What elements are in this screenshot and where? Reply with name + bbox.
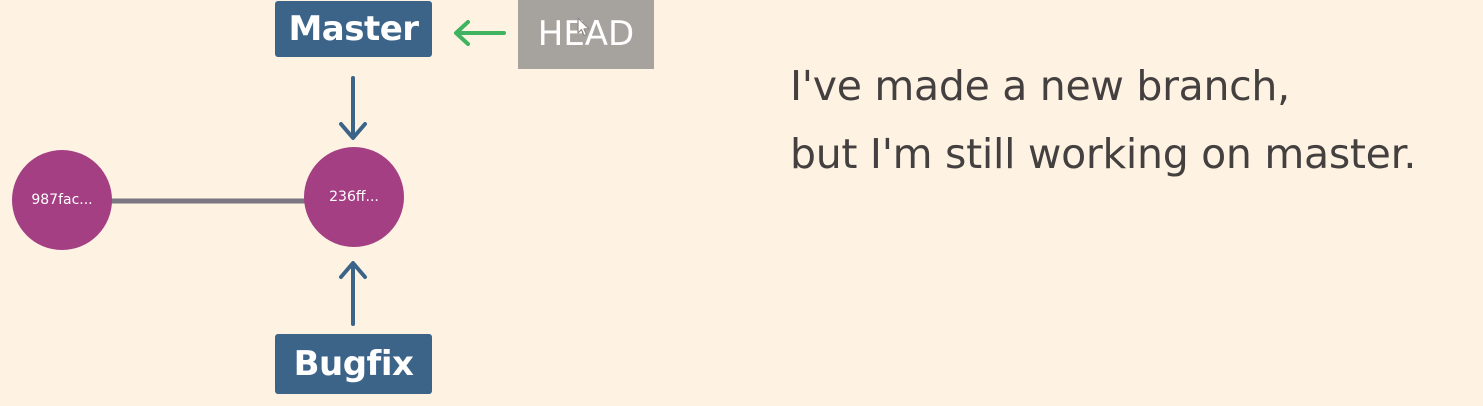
bugfix-branch-label: Bugfix	[275, 334, 432, 394]
commit-hash-label: 236ff...	[329, 189, 379, 205]
head-to-master-arrow	[454, 20, 506, 46]
mouse-cursor-icon	[577, 17, 590, 37]
caption-line-2: but I'm still working on master.	[790, 130, 1417, 178]
commit-node: 987fac...	[12, 150, 112, 250]
master-branch-label: Master	[275, 1, 432, 57]
commit-node: 236ff...	[304, 147, 404, 247]
commit-hash-label: 987fac...	[31, 192, 93, 208]
master-to-commit-arrow	[339, 76, 367, 140]
slide-caption: I've made a new branch, but I'm still wo…	[790, 52, 1480, 188]
caption-line-1: I've made a new branch,	[790, 62, 1290, 110]
bugfix-to-commit-arrow	[339, 261, 367, 326]
